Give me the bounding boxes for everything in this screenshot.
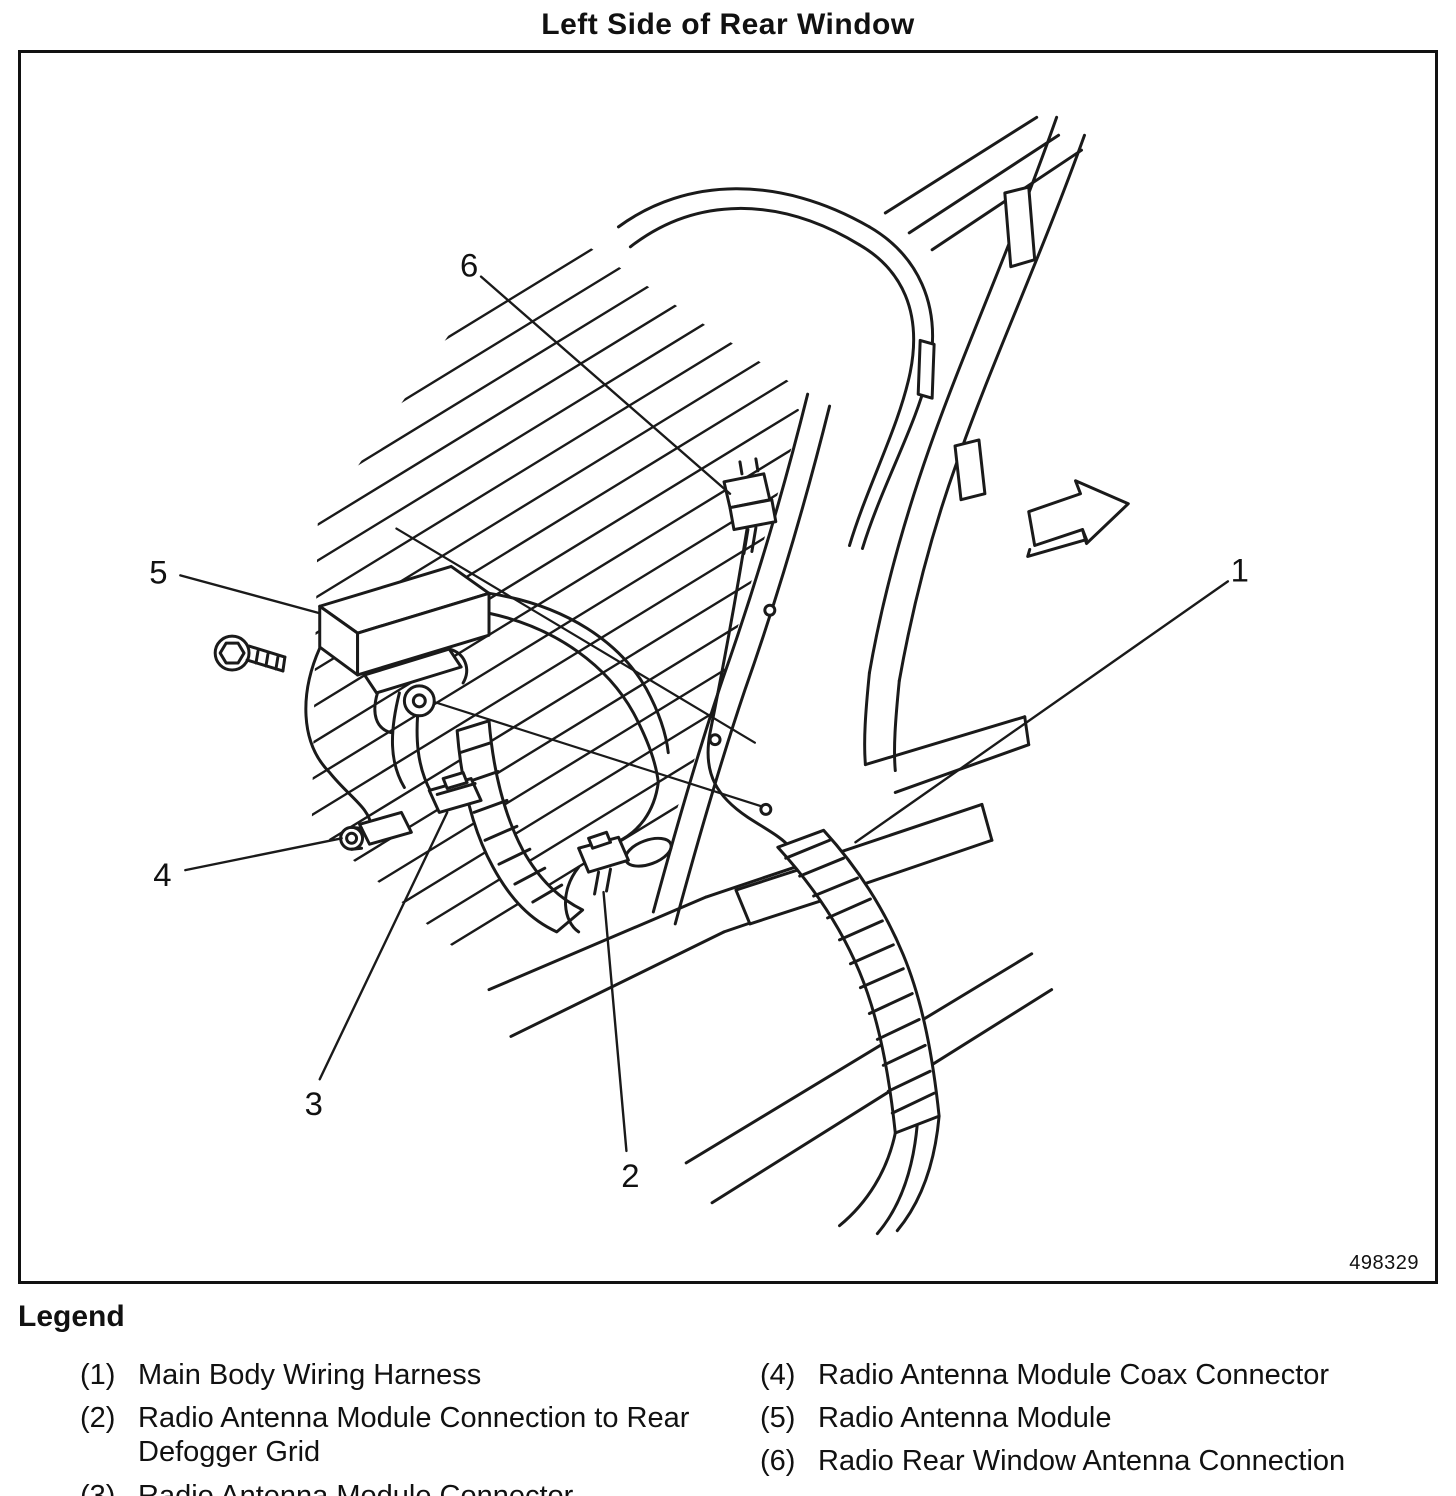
- small-corrugated-conduit: [455, 719, 585, 934]
- rear-window-antenna-connection: [722, 457, 778, 555]
- reference-line: [420, 696, 766, 809]
- callout-leaders: [179, 275, 1230, 1153]
- legend-item-label: Radio Antenna Module Coax Connector: [818, 1359, 1330, 1391]
- antenna-lead-wire: [706, 522, 792, 849]
- legend-item-label: Radio Antenna Module Connector: [138, 1479, 574, 1496]
- legend-heading: Legend: [18, 1300, 125, 1333]
- mounting-screw: [213, 634, 287, 673]
- figure-box: 6 5 1 4 3 2 498329: [18, 50, 1438, 1284]
- legend-item-4: (4) Radio Antenna Module Coax Connector: [760, 1358, 1438, 1392]
- coax-connector: [339, 810, 413, 851]
- callout-1: 1: [1231, 551, 1249, 588]
- figure-number: 498329: [1349, 1252, 1419, 1274]
- legend-item-5: (5) Radio Antenna Module: [760, 1401, 1438, 1435]
- legend-item-label: Main Body Wiring Harness: [138, 1359, 482, 1391]
- legend-item-3: (3) Radio Antenna Module Connector: [80, 1479, 760, 1496]
- legend-item-label: Radio Rear Window Antenna Connection: [818, 1445, 1346, 1478]
- legend-item-number: (5): [760, 1402, 796, 1435]
- direction-arrow-icon: [1026, 479, 1130, 558]
- callout-2: 2: [621, 1157, 639, 1194]
- body-structure-lines: [487, 115, 1086, 1205]
- antenna-module-connector: [427, 771, 483, 814]
- defogger-grid-connection: [577, 830, 630, 896]
- legend-item-label: Radio Antenna Module: [818, 1402, 1112, 1435]
- main-wiring-harness: [776, 828, 941, 1236]
- legend-item-number: (6): [760, 1445, 796, 1478]
- callout-4: 4: [153, 856, 171, 893]
- legend-item-number: (4): [760, 1359, 796, 1391]
- callout-5: 5: [149, 553, 167, 590]
- legend-item-2: (2) Radio Antenna Module Connection to R…: [80, 1401, 760, 1469]
- callout-6: 6: [460, 247, 478, 284]
- legend-item-6: (6) Radio Rear Window Antenna Connection: [760, 1444, 1438, 1478]
- diagram-illustration: 6 5 1 4 3 2: [149, 115, 1249, 1236]
- legend-item-label: Radio Antenna Module Connection to Rear …: [138, 1402, 690, 1469]
- page-title: Left Side of Rear Window: [541, 8, 915, 41]
- legend-item-number: (3): [80, 1479, 116, 1496]
- legend-item-number: (2): [80, 1402, 116, 1435]
- legend: Legend (1) Main Body Wiring Harness (2) …: [18, 1300, 1438, 1496]
- legend-column-left: (1) Main Body Wiring Harness (2) Radio A…: [18, 1358, 760, 1496]
- legend-item-number: (1): [80, 1359, 116, 1391]
- radio-antenna-module: [318, 564, 491, 735]
- callout-3: 3: [305, 1085, 323, 1122]
- legend-item-1: (1) Main Body Wiring Harness: [80, 1358, 760, 1392]
- legend-column-right: (4) Radio Antenna Module Coax Connector …: [760, 1358, 1438, 1496]
- module-wires: [304, 591, 670, 844]
- reference-line: [395, 527, 756, 744]
- grid-studs: [708, 603, 777, 816]
